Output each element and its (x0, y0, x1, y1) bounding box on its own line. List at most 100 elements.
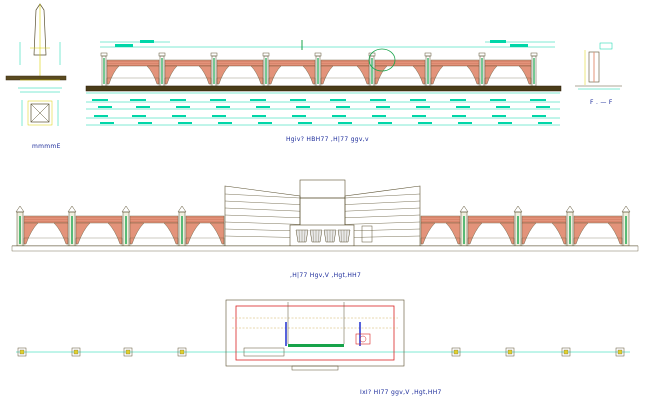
elevation-caption: Hgiv? HBH77 ,H|77 ggv,v (286, 136, 369, 143)
dimension-label (250, 99, 266, 101)
dimension-label (330, 99, 346, 101)
entrance-grille (309, 229, 323, 243)
front-wall-panel (129, 215, 179, 247)
dimension-label (98, 106, 112, 108)
dimension-label (136, 106, 150, 108)
dimension-label (332, 115, 346, 117)
front-wall-panel (521, 215, 567, 247)
plan-pier (123, 347, 133, 357)
dimension-label (298, 122, 312, 124)
front-pier (565, 205, 575, 247)
dimension-label (218, 122, 232, 124)
dimension-label (418, 122, 432, 124)
elevation-wall-panel (106, 59, 160, 87)
elevation-wall-panel (320, 59, 370, 87)
dimension-label (416, 106, 430, 108)
plan-caption: IxI? HI77 ggv,V ,Hgt,HH7 (360, 389, 442, 396)
front-wall-panel (420, 215, 461, 247)
elevation-wall-panel (164, 59, 212, 87)
dimension-label (538, 122, 552, 124)
front-pier (67, 205, 77, 247)
dimension-label (536, 106, 550, 108)
front-pier (121, 205, 131, 247)
dimension-label (252, 115, 266, 117)
dimension-label (372, 115, 386, 117)
dimension-label (258, 122, 272, 124)
plan-pier (561, 347, 571, 357)
plan-pier (177, 347, 187, 357)
front-wall-panel (75, 215, 123, 247)
plan-view (16, 299, 630, 371)
plan-pier (505, 347, 515, 357)
dimension-label (450, 99, 466, 101)
dimension-label (336, 106, 350, 108)
front-pier (513, 205, 523, 247)
dimension-label (292, 115, 306, 117)
elevation-pier (100, 52, 108, 87)
dimension-label (410, 99, 426, 101)
dimension-label (178, 122, 192, 124)
elevation-pier (158, 52, 166, 87)
elevation-pier (530, 52, 538, 87)
dimension-label (210, 99, 226, 101)
front-pier (177, 205, 187, 247)
dimension-label (530, 99, 546, 101)
dimension-label (92, 99, 108, 101)
entrance-grille (337, 229, 351, 243)
dimension-label (412, 115, 426, 117)
front-pier (459, 205, 469, 247)
elevation-pier (424, 52, 432, 87)
dimension-label (370, 99, 386, 101)
elevation-pier (368, 52, 376, 87)
pillar-caption: mmmmE (32, 143, 61, 150)
dimension-label (290, 99, 306, 101)
dimension-label (498, 122, 512, 124)
elevation-wall-panel (374, 59, 426, 87)
front-wall-panel (185, 215, 225, 247)
elevation-wall-panel (484, 59, 532, 87)
dimension-label (492, 115, 506, 117)
front-pier (621, 205, 631, 247)
dimension-label (132, 115, 146, 117)
entrance-grille (323, 229, 337, 243)
elevation-pier (210, 52, 218, 87)
dimension-label (378, 122, 392, 124)
dimension-label (490, 99, 506, 101)
dimension-label (94, 115, 108, 117)
plan-pier (17, 347, 27, 357)
dimension-label (532, 115, 546, 117)
dimension-label (496, 106, 510, 108)
dimension-label (212, 115, 226, 117)
elevation-wall-panel (430, 59, 480, 87)
elevation-pier (262, 52, 270, 87)
dimension-label (452, 115, 466, 117)
front-caption: ,H|77 Hgv,V ,Hgt,HH7 (290, 272, 361, 279)
elevation-pier (478, 52, 486, 87)
front-wall-panel (573, 215, 623, 247)
dimension-label (170, 99, 186, 101)
dimension-label (456, 106, 470, 108)
dimension-label (338, 122, 352, 124)
dimension-label (176, 106, 190, 108)
elevation-wall-panel (216, 59, 264, 87)
dimension-label (376, 106, 390, 108)
dimension-label (138, 122, 152, 124)
elevation-pier (314, 52, 322, 87)
side-caption: F . — F (590, 99, 613, 106)
dimension-label (216, 106, 230, 108)
dimension-label (296, 106, 310, 108)
plan-pier (71, 347, 81, 357)
front-wall-panel (23, 215, 69, 247)
front-pier (15, 205, 25, 247)
top-elevation (85, 40, 562, 126)
plan-pier (615, 347, 625, 357)
elevation-wall-panel (268, 59, 316, 87)
side-detail (575, 42, 622, 90)
pillar-detail (5, 3, 67, 126)
plan-pier (451, 347, 461, 357)
front-wall-panel (467, 215, 515, 247)
dimension-label (172, 115, 186, 117)
front-elevation (11, 179, 639, 252)
dimension-label (130, 99, 146, 101)
